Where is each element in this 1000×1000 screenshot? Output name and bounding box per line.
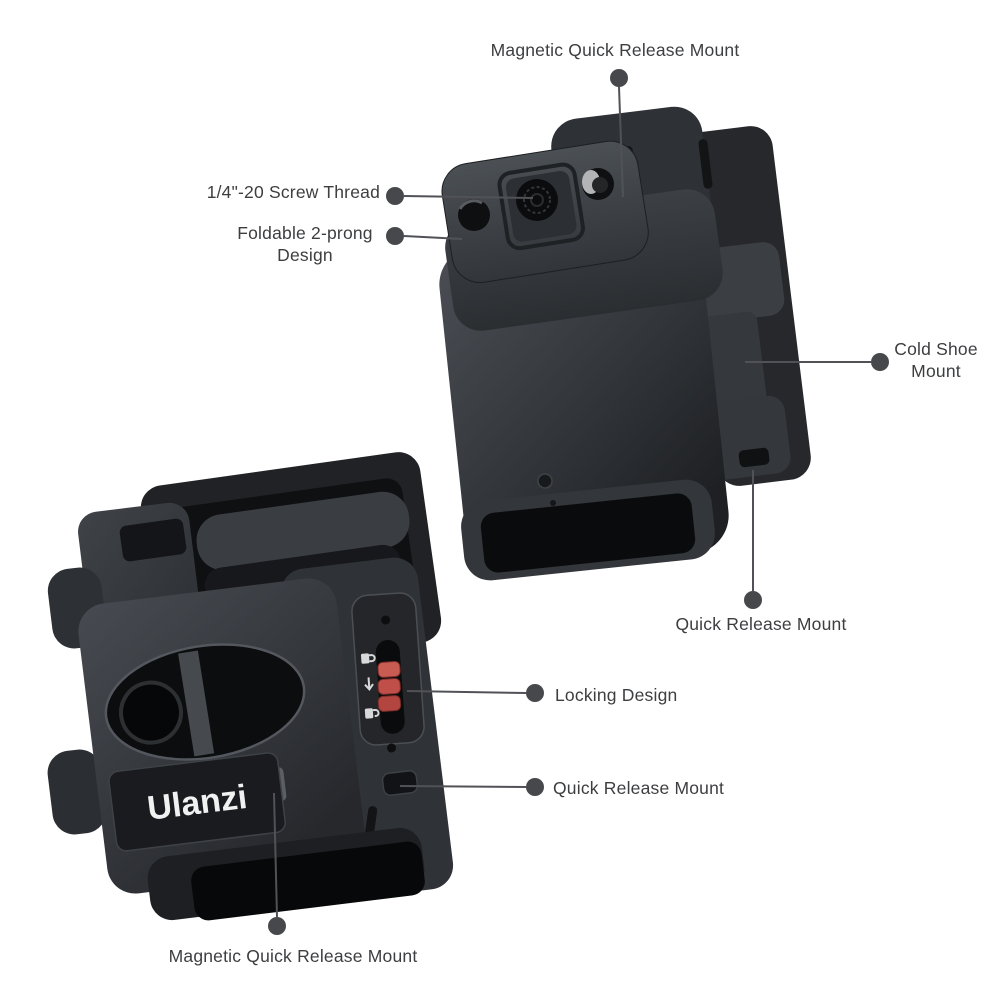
callout-label-quick-release-right: Quick Release Mount	[675, 614, 847, 634]
cage-bottom-opening	[191, 841, 425, 921]
top-device	[439, 106, 811, 581]
callout-label-locking-design: Locking Design	[555, 685, 678, 705]
plate-side-hole-left	[458, 199, 490, 231]
callout-label-cold-shoe: Cold Shoe Mount	[894, 339, 978, 382]
top-device-bottom-opening	[480, 493, 696, 573]
quick-release-slot	[381, 770, 419, 796]
leader-foldable-prong	[403, 235, 463, 240]
body-pin-hole	[550, 500, 556, 506]
arrow-down-icon	[364, 677, 374, 691]
dot-magnetic-qr-bottom	[268, 917, 286, 935]
callout-label-magnetic-qr-bottom: Magnetic Quick Release Mount	[168, 946, 418, 966]
dot-magnetic-qr-top	[610, 69, 628, 87]
dot-locking-design	[526, 684, 544, 702]
locking-switch-panel	[351, 592, 425, 753]
dot-foldable-prong	[386, 227, 404, 245]
bottom-device: Ulanzi	[47, 452, 454, 921]
dot-quick-release-right	[744, 591, 762, 609]
panel-screw	[387, 743, 397, 753]
panel-screw	[381, 615, 391, 625]
leader-lines	[273, 86, 871, 918]
quick-release-notch	[738, 447, 770, 468]
dot-quick-release-left	[526, 778, 544, 796]
body-screw-hole	[537, 473, 553, 489]
lens-barrel	[118, 680, 183, 745]
callout-label-screw-thread: 1/4"-20 Screw Thread	[206, 182, 380, 202]
dot-cold-shoe	[871, 353, 889, 371]
red-lock-slider	[377, 661, 402, 712]
callout-label-foldable-prong: Foldable 2-prong Design	[237, 223, 373, 266]
leader-quick-release-left	[399, 785, 527, 788]
leader-magnetic-qr-bottom	[273, 792, 278, 918]
leader-magnetic-qr-top	[618, 86, 624, 198]
brand-plate: Ulanzi	[108, 752, 286, 852]
lock-closed-icon	[360, 653, 376, 664]
callout-label-magnetic-qr-top: Magnetic Quick Release Mount	[490, 40, 740, 60]
pillar-slot	[119, 518, 187, 562]
screw-thread-hole	[516, 179, 558, 221]
leader-dots	[268, 69, 889, 935]
callout-label-quick-release-left: Quick Release Mount	[553, 778, 725, 798]
lock-open-icon	[364, 708, 380, 719]
vent-slot	[698, 139, 713, 189]
lens-opening	[104, 643, 306, 761]
leader-locking-design	[406, 690, 527, 694]
left-bracket-tab-bottom	[47, 749, 107, 835]
dot-screw-thread	[386, 187, 404, 205]
plate-side-hole-right	[582, 168, 614, 200]
leader-screw-thread	[403, 195, 534, 199]
